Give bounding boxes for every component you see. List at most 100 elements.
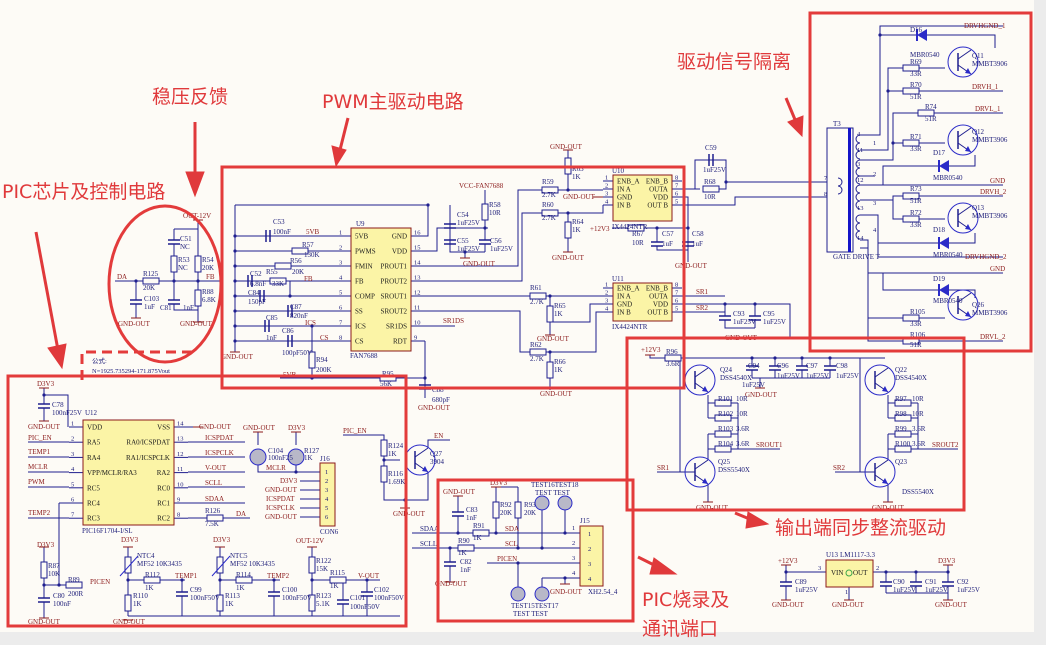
label-prog-j15-part: XH2.54_4	[588, 588, 618, 596]
wire	[235, 204, 429, 237]
label-pic-u12-right_pins-1: 13	[177, 436, 184, 443]
label-prog-tests_bot_val: TEST TEST	[513, 610, 549, 618]
junction-dot	[494, 531, 498, 535]
capacitor	[910, 581, 922, 587]
capacitor	[749, 315, 761, 321]
label-pic-u12-left-6: RC3	[87, 515, 100, 523]
label-driver-u11-left-2: GND	[617, 301, 632, 309]
transistor-lead	[957, 49, 972, 60]
label-driver-r62-1: 2.7K	[530, 355, 544, 363]
label-isolation-r74-0: R74	[925, 103, 937, 111]
capacitor	[444, 223, 456, 229]
label-driver-c57-0: C57	[662, 230, 674, 238]
resistor	[894, 430, 912, 438]
label-sync-q25-0: Q25	[718, 458, 731, 466]
label-pwm-u9-right-4: SROUT1	[381, 293, 408, 301]
resistor	[529, 292, 547, 300]
label-driver-r68-0: R68	[704, 178, 716, 186]
transistor-lead	[414, 447, 429, 458]
label-pic-u12-left_pins-1: 2	[71, 436, 74, 443]
label-sync-r104-1: 3.6R	[736, 440, 750, 448]
label-driver-nets-gnd_top: GND-OUT	[550, 143, 583, 151]
wire	[425, 227, 488, 252]
wire	[878, 233, 976, 244]
label-driver-u10-left_pins-1: 2	[605, 183, 608, 190]
label-pic-r122-0: R122	[316, 557, 332, 565]
label-prog-nets-scll: SCLL	[420, 540, 437, 548]
label-isolation-q12-0: Q12	[972, 128, 985, 136]
label-pic-u12-left_pins-6: 7	[71, 512, 75, 519]
transistor-body	[864, 364, 896, 396]
label-pic-q27-0: Q27	[430, 450, 443, 458]
label-pwm-u9-left_pins-6: 7	[339, 320, 343, 327]
capacitor	[264, 320, 270, 332]
label-pwm-r57-0: R57	[302, 241, 314, 249]
label-prog-c83-0: C83	[466, 506, 478, 514]
label-pwm-nets-vb5: 5VB	[306, 228, 320, 236]
label-pic-r115-1: 1K	[330, 582, 339, 590]
label-isolation-r70-0: R70	[910, 81, 922, 89]
label-pic-nets-voutb: V-OUT	[358, 572, 380, 580]
label-pic-u12-part: PIC16F1704-I/SL	[82, 527, 133, 535]
label-pic-u12-left_pins-2: 3	[71, 451, 74, 458]
label-isolation-t3-pins-3: 11	[857, 147, 863, 154]
label-isolation-t3-pins-0: 7	[824, 175, 828, 182]
label-prog-nets-scl: SCL	[505, 540, 518, 548]
label-pwm-u9-right_pins-2: 14	[414, 260, 421, 267]
label-driver-u10-left_pins-0: 1	[605, 175, 608, 182]
label-pic-u12-right-0: VSS	[157, 424, 170, 432]
label-sync-nets-gnd_c: GND-OUT	[745, 391, 778, 399]
label-feedback-nets-fb: FB	[206, 273, 215, 281]
transistor-body	[947, 202, 979, 234]
label-pic-c80-0: C80	[53, 592, 65, 600]
label-pic-u12-left_pins-5: 6	[71, 497, 75, 504]
label-feedback-nets-gnd1: GND-OUT	[118, 320, 151, 328]
label-pic-q27-1: 3904	[430, 458, 445, 466]
label-pic-j16-pins-3: 4	[325, 496, 329, 503]
wire	[682, 303, 791, 338]
wire	[425, 310, 603, 353]
label-regulator-u13-pin_out: 2	[876, 565, 879, 572]
diode-triangle	[939, 237, 949, 249]
label-driver-r65-1: 1K	[554, 310, 563, 318]
resistor	[235, 576, 253, 584]
label-regulator-u13-vout: OUT	[853, 569, 868, 577]
label-pic-nets-icspclk: ICSPCLK	[205, 449, 234, 457]
ntc-arrow	[119, 555, 139, 577]
label-sync-r96-0: R96	[666, 348, 678, 356]
label-pwm-u9-left-0: 5VB	[355, 233, 369, 241]
label-pic-u12-right-1: RA0/ICSPDAT	[126, 439, 170, 447]
annotation-texts: 稳压反馈 PIC芯片及控制电路 PWM主驱动电路 驱动信号隔离 输出端同步整流驱…	[2, 51, 946, 640]
ic-body	[82, 419, 175, 526]
label-driver-u11-right_pins-0: 8	[675, 282, 678, 289]
label-pic-r112-0: R112	[145, 571, 160, 579]
label-driver-u11-left_pins-1: 2	[605, 290, 608, 297]
resistor	[40, 561, 48, 579]
label-driver-u10-right_pins-0: 8	[675, 175, 678, 182]
label-pic-u12-left-1: RA5	[87, 439, 101, 447]
label-isolation-t3-pins-6: 12	[857, 177, 864, 184]
label-pwm-nets-cs: CS	[320, 334, 329, 342]
wire	[860, 112, 1003, 161]
label-pic-r127-1: 1K	[304, 454, 313, 462]
label-sync-r98-0: R98	[895, 410, 907, 418]
capacitor	[268, 591, 280, 597]
label-pic-r124-1: 1K	[388, 450, 397, 458]
label-sync-nets-gnd2: GND-OUT	[872, 504, 905, 512]
arrow-isolation-icon	[784, 97, 804, 138]
label-prog-j15-pins-0: 1	[588, 531, 591, 538]
label-pic-r114-0: R114	[236, 571, 251, 579]
label-prog-tests_top_val: TEST TEST	[535, 489, 571, 497]
label-pwm-c88-1: 680pF	[432, 396, 450, 404]
label-feedback-c51-0: C51	[180, 235, 192, 243]
transistor-body	[947, 124, 979, 156]
wire	[917, 434, 958, 450]
label-pwm-c86-0: C86	[282, 327, 294, 335]
label-pic-u12-right_pins-2: 12	[177, 451, 184, 458]
label-prog-r92-0: R92	[500, 501, 512, 509]
arrow-sync-icon	[734, 511, 770, 529]
label-pwm-u9-left_pins-2: 3	[339, 260, 342, 267]
label-regulator-u13-pin_gnd: 1	[845, 589, 848, 596]
label-driver-u10-left_pins-3: 4	[605, 199, 609, 206]
label-driver-u11-left-0: ENB_A	[617, 285, 640, 293]
